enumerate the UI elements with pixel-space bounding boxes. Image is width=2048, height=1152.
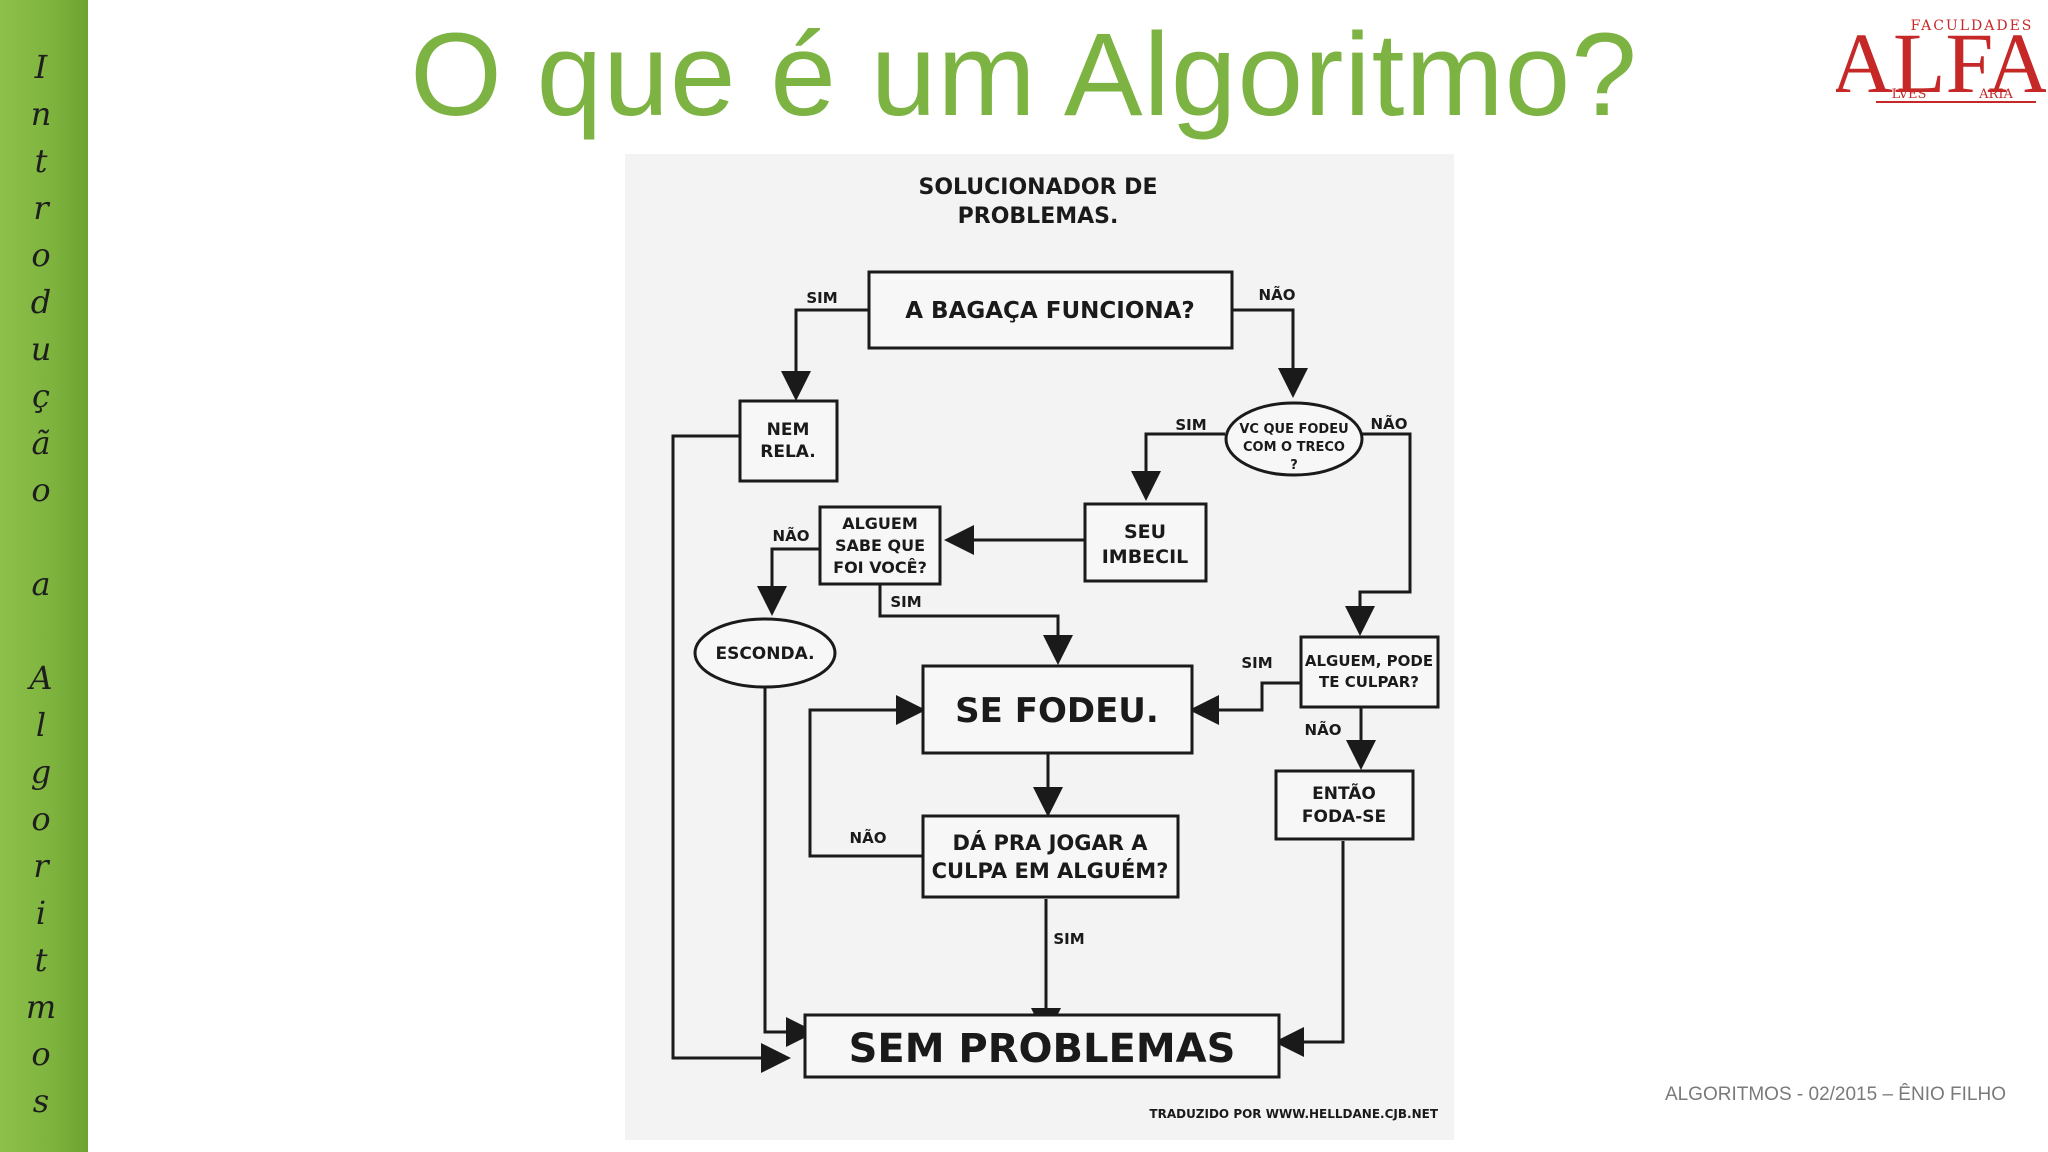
edge-culpar-yes bbox=[1189, 681, 1301, 725]
box-entao-line2: FODA-SE bbox=[1302, 807, 1386, 827]
sidebar-letter: o bbox=[31, 236, 51, 274]
label-sim-4: SIM bbox=[1241, 654, 1272, 672]
ellipse-esconda-label: ESCONDA. bbox=[715, 644, 814, 664]
box-nem-rela bbox=[738, 399, 839, 483]
flowchart-comic: SOLUCIONADOR DE PROBLEMAS. A BAGAÇA FUNC… bbox=[625, 154, 1454, 1140]
box-imbecil-line1: SEU bbox=[1124, 521, 1166, 543]
sidebar-letter: u bbox=[30, 330, 52, 368]
edge-dapra-no bbox=[808, 695, 926, 858]
flow-connectors bbox=[671, 308, 1412, 1073]
label-nao-5: NÃO bbox=[850, 828, 887, 847]
edge-entao bbox=[1274, 841, 1345, 1057]
sidebar-letter: I bbox=[34, 48, 48, 86]
label-sim-2: SIM bbox=[1175, 416, 1206, 434]
box-entao-foda-se bbox=[1274, 769, 1415, 841]
alfa-logo: FACULDADES ALFA LVES ARIA bbox=[1836, 15, 2046, 111]
sidebar-letter: t bbox=[34, 142, 48, 180]
label-sim-3: SIM bbox=[890, 593, 921, 611]
edge-sabe-no bbox=[757, 547, 820, 616]
sidebar-letter: n bbox=[30, 95, 52, 133]
box-alguem-sabe bbox=[818, 505, 942, 586]
chart-heading-line2: PROBLEMAS. bbox=[958, 204, 1119, 229]
comic-credit: TRADUZIDO POR WWW.HELLDANE.CJB.NET bbox=[1149, 1107, 1438, 1121]
box-da-pra-jogar bbox=[921, 814, 1180, 899]
ellipse-vc-line1: VC QUE FODEU bbox=[1239, 422, 1348, 437]
edge-vc-no bbox=[1345, 432, 1412, 636]
box-se-fodeu-label: SE FODEU. bbox=[955, 691, 1159, 731]
slide-footer: ALGORITMOS - 02/2015 – ÊNIO FILHO bbox=[1664, 1084, 2006, 1105]
box-dapra-line1: DÁ PRA JOGAR A bbox=[952, 830, 1148, 855]
box-imbecil-line2: IMBECIL bbox=[1102, 546, 1189, 568]
edge-works-no bbox=[1231, 308, 1308, 398]
sidebar-letter: o bbox=[31, 1035, 51, 1073]
sidebar-letter: r bbox=[33, 847, 49, 885]
label-nao-2: NÃO bbox=[1371, 414, 1408, 433]
box-nem-rela-line1: NEM bbox=[767, 420, 810, 440]
ellipse-vc-line2: COM O TRECO bbox=[1243, 440, 1345, 455]
sidebar-letter: ã bbox=[31, 424, 51, 462]
box-sem-problemas bbox=[803, 1013, 1281, 1079]
sidebar-letter: o bbox=[31, 800, 51, 838]
sidebar-letter: d bbox=[30, 283, 52, 321]
label-nao-3: NÃO bbox=[773, 526, 810, 545]
edge-sabe-yes bbox=[878, 581, 1073, 665]
box-alguem-culpar bbox=[1299, 635, 1440, 709]
edge-nem-rela bbox=[671, 434, 791, 1073]
box-culpar-line2: TE CULPAR? bbox=[1319, 673, 1419, 691]
slide-title: O que é um Algoritmo? bbox=[410, 9, 1638, 141]
box-nem-rela-line2: RELA. bbox=[760, 442, 815, 462]
box-dapra-line2: CULPA EM ALGUÉM? bbox=[932, 858, 1169, 883]
ellipse-vc-fodeu bbox=[1224, 401, 1364, 477]
box-bagaca-label: A BAGAÇA FUNCIONA? bbox=[905, 298, 1195, 324]
edge-vc-yes bbox=[1131, 432, 1225, 501]
sidebar-letter: A bbox=[29, 659, 53, 697]
box-seu-imbecil bbox=[1083, 502, 1208, 583]
flowchart-svg: SOLUCIONADOR DE PROBLEMAS. A BAGAÇA FUNC… bbox=[671, 175, 1440, 1121]
box-culpar-line1: ALGUEM, PODE bbox=[1305, 652, 1433, 670]
box-alguem-sabe-line1: ALGUEM bbox=[842, 514, 918, 533]
box-alguem-sabe-line3: FOI VOCÊ? bbox=[833, 558, 927, 577]
box-sem-problemas-label: SEM PROBLEMAS bbox=[849, 1026, 1236, 1072]
label-nao-1: NÃO bbox=[1259, 285, 1296, 304]
sidebar-letter: r bbox=[33, 189, 49, 227]
sidebar-letter: l bbox=[35, 706, 47, 744]
ellipse-vc-line3: ? bbox=[1290, 458, 1298, 473]
edge-works-yes bbox=[781, 308, 869, 401]
box-se-fodeu bbox=[921, 664, 1194, 755]
box-bagaca-funciona bbox=[867, 270, 1234, 350]
box-alguem-sabe-line2: SABE QUE bbox=[835, 536, 925, 555]
sidebar-letter: s bbox=[32, 1082, 50, 1120]
sidebar-letter: i bbox=[35, 894, 47, 932]
sidebar-letter: ç bbox=[32, 377, 50, 415]
label-nao-4: NÃO bbox=[1305, 720, 1342, 739]
label-sim-1: SIM bbox=[806, 289, 837, 307]
logo-aria: ARIA bbox=[1978, 87, 2013, 102]
box-entao-line1: ENTÃO bbox=[1312, 781, 1376, 804]
chart-heading-line1: SOLUCIONADOR DE bbox=[919, 175, 1158, 200]
label-sim-5: SIM bbox=[1053, 930, 1084, 948]
logo-faculdades: FACULDADES bbox=[1911, 18, 2034, 34]
edge-esconda bbox=[763, 687, 816, 1047]
sidebar-letter: a bbox=[31, 565, 51, 603]
logo-lves: LVES bbox=[1892, 87, 1927, 102]
sidebar-letter: o bbox=[31, 471, 51, 509]
logo-alfa: ALFA bbox=[1836, 15, 2046, 111]
sidebar-letter: m bbox=[25, 988, 57, 1026]
sidebar-letter: t bbox=[34, 941, 48, 979]
sidebar-letter: g bbox=[30, 753, 52, 791]
ellipse-esconda bbox=[693, 617, 837, 689]
